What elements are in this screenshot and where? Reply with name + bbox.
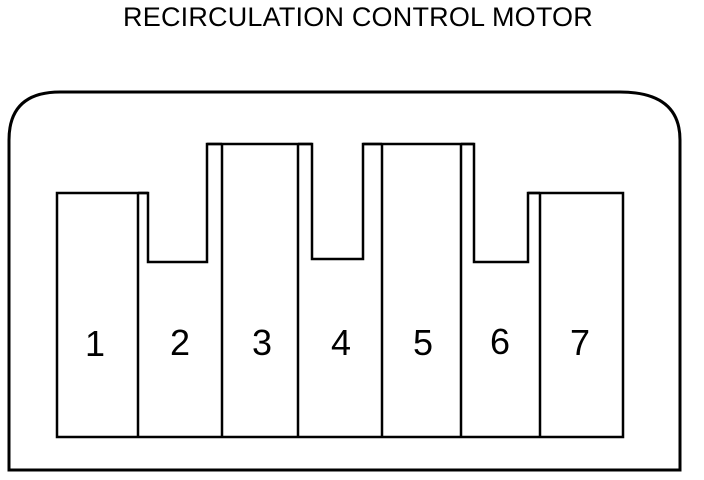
- terminal-block: [55, 142, 625, 439]
- pin-label-7: 7: [570, 322, 590, 363]
- pin-label-3: 3: [252, 322, 272, 363]
- pin-label-4: 4: [331, 322, 351, 363]
- pin-label-2: 2: [170, 322, 190, 363]
- pin-label-1: 1: [85, 323, 105, 364]
- pin-label-6: 6: [490, 321, 510, 362]
- diagram-title: RECIRCULATION CONTROL MOTOR: [123, 2, 593, 32]
- pin-label-5: 5: [413, 322, 433, 363]
- connector-housing: [7, 90, 682, 472]
